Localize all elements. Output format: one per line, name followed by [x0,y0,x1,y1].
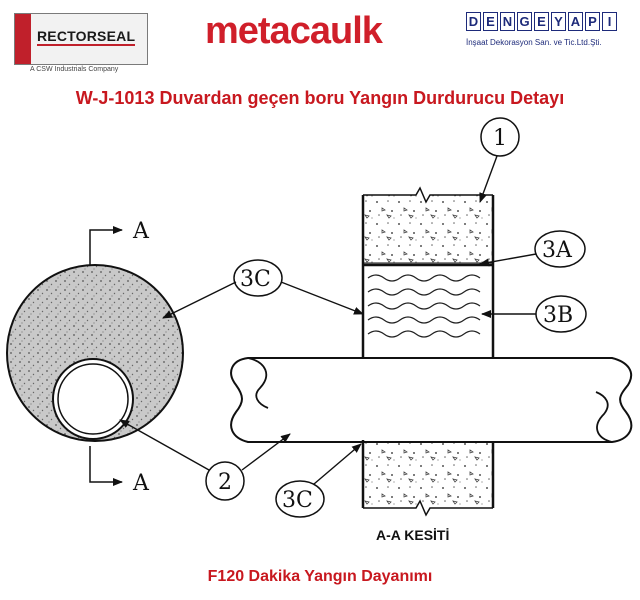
dengeyapi-subtitle: İnşaat Dekorasyon San. ve Tic.Ltd.Şti. [466,38,602,47]
sealant-fill-disc [6,264,184,442]
callout-2-label: 2 [218,470,232,495]
dengeyapi-letter: E [483,12,498,31]
dengeyapi-letter: E [534,12,549,31]
callout-3a-label: 3A [542,238,573,263]
cross-section-view [6,226,184,486]
callout-3c-lower-bubble [275,480,325,518]
callout-3a-leader [479,253,537,267]
wall-section [361,186,495,517]
wall-concrete-top [363,195,493,265]
pipe-right-end-curl [595,391,613,443]
page-title: W-J-1013 Duvardan geçen boru Yangın Durd… [75,88,565,108]
callout-1-leader [479,155,498,203]
callout-1-label: 1 [493,126,507,151]
fire-rating-caption: F120 Dakika Yangın Dayanımı [207,568,433,585]
rectorseal-logo: RECTORSEAL [14,13,148,65]
rectorseal-logo-text: RECTORSEAL [37,28,136,46]
callout-3a [479,230,586,268]
dengeyapi-letter: N [500,12,515,31]
section-arrow-bottom [89,446,123,486]
dengeyapi-letter: A [568,12,583,31]
mineral-wool-waves [367,274,481,338]
section-caption: A-A KESİTİ [376,527,450,543]
dengeyapi-letter: D [466,12,481,31]
callout-2-leader-left [119,419,210,471]
callout-1-bubble [480,117,520,157]
callout-3c-upper-bubble [233,259,283,297]
callout-3c-upper-leader-right [280,281,364,315]
dengeyapi-letter: I [602,12,617,31]
callout-3c-lower [275,443,362,518]
pipe-section-inner [57,363,129,435]
callout-2 [119,419,291,501]
callout-3a-bubble [534,230,586,268]
callout-3c-lower-leader [313,443,362,485]
wall-concrete-bottom [363,440,493,508]
callout-2-leader-right [241,433,291,471]
metacaulk-logo: metacaulk [205,10,383,52]
callout-1 [479,117,520,203]
section-label-bottom: A [132,471,150,496]
break-line-top [363,186,493,204]
section-arrow-top [89,226,123,265]
dengeyapi-letter: Y [551,12,566,31]
callout-3c-upper-leader-left [162,281,237,319]
callout-3c-upper [162,259,364,319]
callout-3b-label: 3B [543,303,573,328]
mineral-wool-packing [363,265,493,353]
callout-2-bubble [205,461,245,501]
section-label-top: A [132,219,150,244]
pipe-side-view [230,353,633,443]
dengeyapi-letter: G [517,12,532,31]
pipe-left-end-curl [247,357,269,409]
callout-3c-lower-label: 3C [282,488,313,513]
pipe-body [230,357,633,443]
callout-3c-upper-label: 3C [240,267,271,292]
rectorseal-subtitle: A CSW Industrials Company [30,66,119,73]
callout-3b [481,295,587,333]
dengeyapi-letter: P [585,12,600,31]
rectorseal-logo-bar [15,14,31,64]
break-line-bottom [363,499,493,517]
